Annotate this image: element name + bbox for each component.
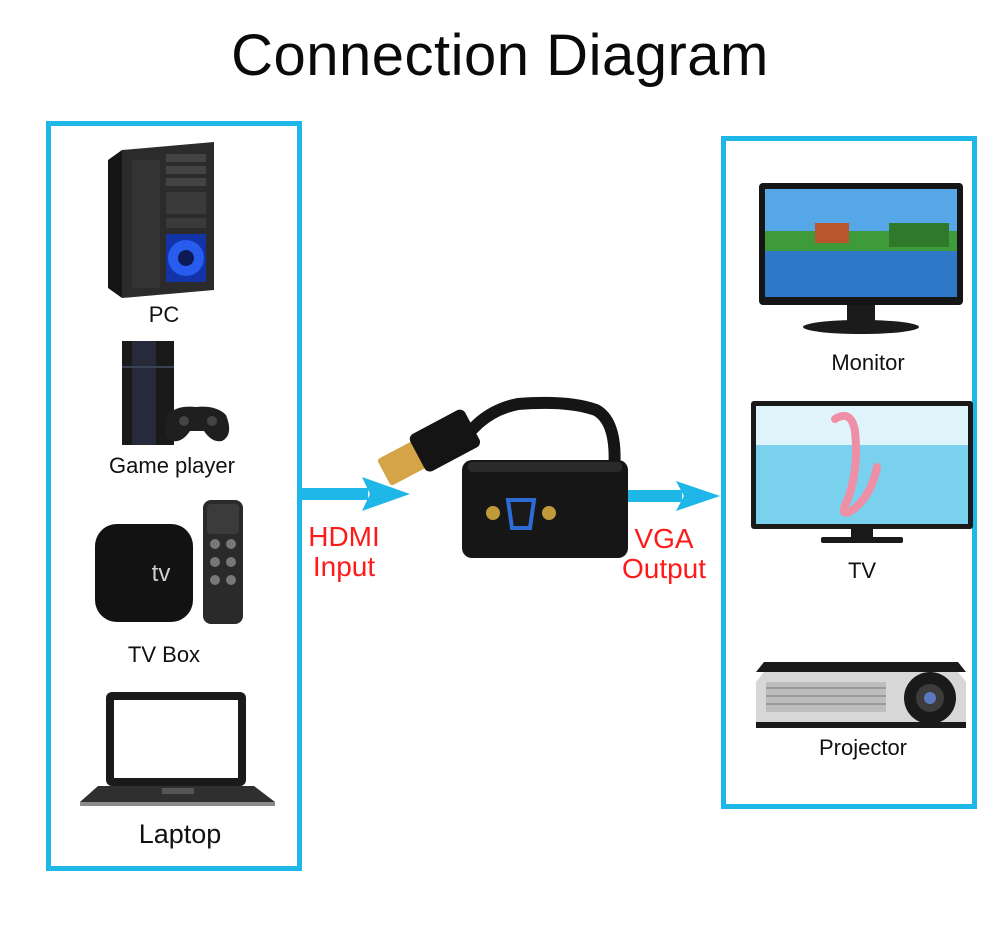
vga-output-label: VGA Output bbox=[612, 524, 716, 584]
vga-output-line2: Output bbox=[621, 553, 707, 584]
output-devices-panel bbox=[721, 136, 977, 809]
page-title: Connection Diagram bbox=[231, 23, 769, 88]
pc-tower-icon bbox=[104, 140, 220, 300]
projector-label: Projector bbox=[818, 735, 908, 760]
laptop-icon bbox=[80, 690, 275, 808]
laptop-label: Laptop bbox=[138, 819, 222, 849]
hdmi-input-line2: Input bbox=[312, 551, 376, 582]
output-arrow bbox=[628, 481, 720, 511]
tv-box-label: TV Box bbox=[127, 642, 201, 667]
input-arrow bbox=[302, 477, 410, 511]
game-player-label: Game player bbox=[109, 453, 235, 478]
tv-icon bbox=[751, 401, 973, 545]
pc-label: PC bbox=[148, 302, 180, 327]
tv-label: TV bbox=[847, 558, 877, 583]
tv-box-logo: tv bbox=[151, 560, 171, 587]
tv-box-icon bbox=[93, 498, 248, 628]
monitor-icon bbox=[759, 183, 963, 335]
hdmi-vga-adapter-icon bbox=[368, 392, 634, 564]
monitor-label: Monitor bbox=[831, 350, 905, 375]
projector-icon bbox=[754, 658, 968, 732]
vga-output-line1: VGA bbox=[634, 523, 694, 554]
game-console-icon bbox=[116, 337, 236, 449]
hdmi-input-label: HDMI Input bbox=[296, 522, 392, 582]
input-devices-panel bbox=[46, 121, 302, 871]
hdmi-input-line1: HDMI bbox=[308, 521, 380, 552]
